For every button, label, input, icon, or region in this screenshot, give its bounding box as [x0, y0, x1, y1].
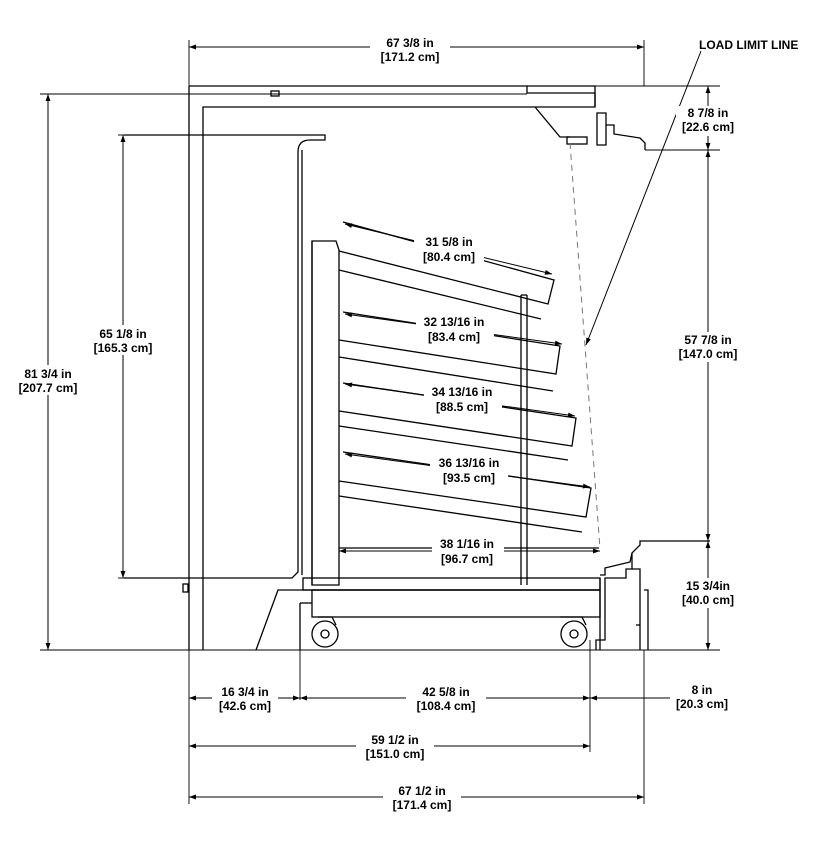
dim-shelf-4-metric: [93.5 cm] [443, 471, 495, 485]
dimension-right-height: 57 7/8 in [147.0 cm] [672, 150, 744, 541]
dimension-base-height: 15 3/4in [40.0 cm] [676, 541, 740, 650]
extension-lines [40, 40, 720, 804]
dimension-top-offset: 8 7/8 in [22.6 cm] [676, 86, 740, 150]
dim-inner-height-metric: [165.3 cm] [94, 341, 153, 355]
dim-cart-length-metric: [108.4 cm] [417, 699, 476, 713]
dim-base-length-imperial: 59 1/2 in [371, 733, 418, 747]
dim-inner-height-imperial: 65 1/8 in [99, 327, 146, 341]
dim-shelf-5-imperial: 38 1/16 in [440, 537, 494, 551]
dimension-shelf-4: 36 13/16 in [93.5 cm] [344, 452, 591, 489]
dimension-overall-width: 67 1/2 in [171.4 cm] [189, 783, 644, 813]
dim-shelf-5-metric: [96.7 cm] [441, 552, 493, 566]
dimension-top-width: 67 3/8 in [171.2 cm] [189, 36, 644, 67]
load-limit-line: LOAD LIMIT LINE [569, 38, 798, 550]
dim-shelf-3-metric: [88.5 cm] [436, 400, 488, 414]
dim-overall-width-imperial: 67 1/2 in [398, 784, 445, 798]
dimension-shelf-1: 31 5/8 in [80.4 cm] [344, 223, 553, 275]
dim-right-height-metric: [147.0 cm] [679, 347, 738, 361]
dim-shelf-1-metric: [80.4 cm] [423, 250, 475, 264]
machine-outline [124, 85, 710, 651]
dim-base-length-metric: [151.0 cm] [366, 747, 425, 761]
dimension-base-length: 59 1/2 in [151.0 cm] [189, 733, 590, 763]
dimension-shelf-3: 34 13/16 in [88.5 cm] [344, 382, 576, 418]
dim-shelf-4-imperial: 36 13/16 in [439, 456, 500, 470]
dimension-overall-height: 81 3/4 in [207.7 cm] [12, 94, 84, 650]
dim-shelf-2-metric: [83.4 cm] [428, 330, 480, 344]
dim-cart-length-imperial: 42 5/8 in [422, 685, 469, 699]
dimension-cart-length: 42 5/8 in [108.4 cm] [300, 684, 590, 714]
dim-overall-height-imperial: 81 3/4 in [24, 367, 71, 381]
dim-top-width-metric: [171.2 cm] [381, 50, 440, 64]
dim-top-offset-imperial: 8 7/8 in [688, 106, 729, 120]
dim-overall-height-metric: [207.7 cm] [19, 381, 78, 395]
dim-shelf-2-imperial: 32 13/16 in [424, 315, 485, 329]
dimension-shelf-5: 38 1/16 in [96.7 cm] [339, 536, 600, 566]
dim-overall-width-metric: [171.4 cm] [393, 798, 452, 812]
dim-right-height-imperial: 57 7/8 in [684, 333, 731, 347]
dim-shelf-3-imperial: 34 13/16 in [432, 385, 493, 399]
dim-base-height-imperial: 15 3/4in [686, 579, 730, 593]
dim-top-offset-metric: [22.6 cm] [682, 120, 734, 134]
dimension-left-clearance: 16 3/4 in [42.6 cm] [189, 684, 300, 714]
dimension-shelf-2: 32 13/16 in [83.4 cm] [344, 312, 563, 346]
dim-top-width-imperial: 67 3/8 in [386, 36, 433, 50]
dim-left-clearance-imperial: 16 3/4 in [221, 685, 268, 699]
dimension-right-clearance: 8 in [20.3 cm] [590, 683, 734, 714]
dim-right-clearance-metric: [20.3 cm] [676, 697, 728, 711]
dim-base-height-metric: [40.0 cm] [682, 593, 734, 607]
dim-right-clearance-imperial: 8 in [692, 683, 713, 697]
dim-left-clearance-metric: [42.6 cm] [219, 699, 271, 713]
load-limit-line-label: LOAD LIMIT LINE [699, 38, 798, 52]
dim-shelf-1-imperial: 31 5/8 in [425, 235, 472, 249]
dimension-inner-height: 65 1/8 in [165.3 cm] [86, 135, 160, 578]
